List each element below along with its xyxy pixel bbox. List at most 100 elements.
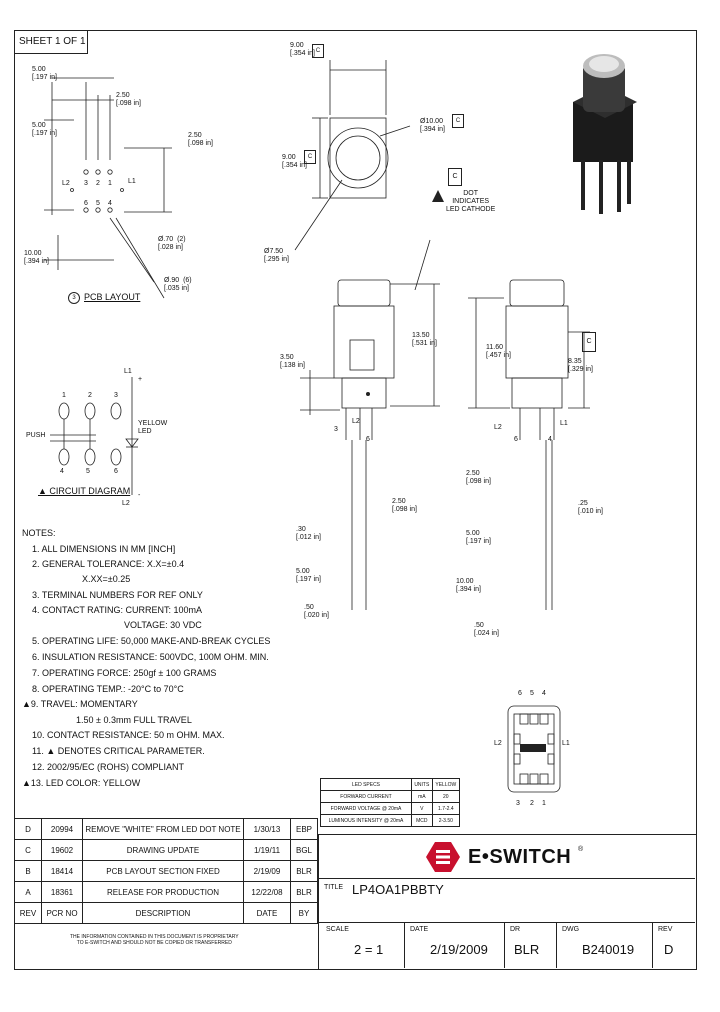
rev-cell: 18414 bbox=[41, 860, 83, 882]
pcb-l1: L1 bbox=[128, 178, 136, 185]
revision-table: D 20994 REMOVE "WHITE" FROM LED DOT NOTE… bbox=[14, 818, 318, 924]
rev-cell: 1/19/11 bbox=[243, 839, 291, 861]
circuit-plus: + bbox=[138, 376, 143, 383]
led-specs-cell: 2-3.50 bbox=[431, 814, 461, 827]
pcb-pin-4: 4 bbox=[108, 200, 112, 207]
revision-header-row: REV PCR NO DESCRIPTION DATE BY bbox=[14, 902, 318, 924]
top-tag-1: C bbox=[312, 44, 324, 58]
top-dim-h: 9.00 [.354 in] bbox=[282, 154, 307, 169]
circuit-led: YELLOW LED bbox=[138, 420, 168, 435]
revision-row: D 20994 REMOVE "WHITE" FROM LED DOT NOTE… bbox=[14, 818, 318, 840]
pin-dim-5: 2.50 [.098 in] bbox=[466, 470, 491, 485]
circuit-l1: L1 bbox=[124, 368, 132, 375]
pin-dim-1: 2.50 [.098 in] bbox=[392, 498, 417, 513]
rev-cell: 2/19/09 bbox=[243, 860, 291, 882]
rev-cell: BGL bbox=[290, 839, 318, 861]
title-cell-divider bbox=[556, 922, 557, 968]
pin-dim-8: 10.00 [.394 in] bbox=[456, 578, 481, 593]
circuit-pin-3: 3 bbox=[114, 392, 118, 399]
pcb-layout-tag-text: 3 bbox=[72, 295, 76, 301]
circuit-title: ▲ CIRCUIT DIAGRAM bbox=[38, 486, 131, 496]
led-specs-h2: YELLOW bbox=[431, 778, 461, 791]
circuit-push: PUSH bbox=[26, 432, 46, 439]
pin-dim-3: 5.00 [.197 in] bbox=[296, 568, 321, 583]
circuit-pin-6: 6 bbox=[114, 468, 118, 475]
circuit-diagram bbox=[50, 377, 139, 495]
brand-name: E•SWITCH bbox=[468, 846, 572, 868]
side-dim-h2: 3.50 [.138 in] bbox=[280, 354, 305, 369]
circuit-pin-2: 2 bbox=[88, 392, 92, 399]
dr-label: DR bbox=[510, 926, 521, 933]
note-7: 7. OPERATING FORCE: 250gf ± 100 GRAMS bbox=[32, 668, 217, 678]
disclaimer: THE INFORMATION CONTAINED IN THIS DOCUME… bbox=[70, 934, 239, 946]
pcb-layout-tag: 3 bbox=[68, 292, 80, 304]
pin-dim-9: .50 [.024 in] bbox=[474, 622, 499, 637]
note-5: 5. OPERATING LIFE: 50,000 MAKE-AND-BREAK… bbox=[32, 636, 271, 646]
led-specs-cell: mA bbox=[411, 790, 433, 803]
rev-header: REV bbox=[14, 902, 42, 924]
title-value: LP4OA1PBBTY bbox=[352, 882, 444, 897]
bottom-view-drawing bbox=[507, 705, 561, 793]
led-specs-h0: LED SPECS bbox=[320, 778, 412, 791]
circuit-minus: - bbox=[138, 492, 141, 499]
rev-cell: 12/22/08 bbox=[243, 881, 291, 903]
top-tag-2: C bbox=[304, 150, 316, 164]
top-tag-4: C bbox=[448, 168, 462, 186]
top-dim-dia2: Ø7.50 [.295 in] bbox=[264, 248, 289, 263]
top-dim-w: 9.00 [.354 in] bbox=[290, 42, 315, 57]
note-8: 8. OPERATING TEMP.: -20°C to 70°C bbox=[32, 684, 184, 694]
rev-cell: 18361 bbox=[41, 881, 83, 903]
dr-value: BLR bbox=[514, 942, 540, 957]
pin-dim-7: 5.00 [.197 in] bbox=[466, 530, 491, 545]
led-specs-cell: FORWARD CURRENT bbox=[320, 790, 412, 803]
side-dim-h3: 11.60 [.457 in] bbox=[486, 344, 511, 359]
note-9: ▲9. TRAVEL: MOMENTARY bbox=[22, 699, 138, 709]
bv-l2: L2 bbox=[494, 740, 502, 747]
pcb-pin-3: 3 bbox=[84, 180, 88, 187]
title-label: TITLE bbox=[324, 884, 344, 891]
title-block bbox=[318, 834, 697, 970]
dwg-label: DWG bbox=[562, 926, 580, 933]
pcb-pin-1: 1 bbox=[108, 180, 112, 187]
circuit-pin-1: 1 bbox=[62, 392, 66, 399]
pcb-dim-d: 2.50 [.098 in] bbox=[188, 132, 213, 147]
title-cell-divider bbox=[504, 922, 505, 968]
note-4b: VOLTAGE: 30 VDC bbox=[124, 620, 202, 630]
rev-cell: C bbox=[14, 839, 42, 861]
revision-row: A 18361 RELEASE FOR PRODUCTION 12/22/08 … bbox=[14, 881, 318, 903]
note-4: 4. CONTACT RATING: CURRENT: 100mA bbox=[32, 605, 203, 615]
brand-reg: ® bbox=[578, 846, 584, 853]
led-specs-cell: 1.7-2.4 bbox=[431, 802, 461, 815]
led-specs-cell: 20 bbox=[431, 790, 461, 803]
rev-cell: D bbox=[14, 818, 42, 840]
rev-cell: RELEASE FOR PRODUCTION bbox=[82, 881, 244, 903]
eswitch-logo-icon bbox=[426, 842, 460, 872]
sheet-label: SHEET 1 OF 1 bbox=[19, 36, 86, 47]
note-1: 1. ALL DIMENSIONS IN MM [INCH] bbox=[32, 544, 176, 554]
side-label-l2: L2 bbox=[352, 418, 360, 425]
rev-cell: REMOVE "WHITE" FROM LED DOT NOTE bbox=[82, 818, 244, 840]
led-specs-table: LED SPECS UNITS YELLOW FORWARD CURRENT m… bbox=[320, 778, 461, 827]
note-9b: 1.50 ± 0.3mm FULL TRAVEL bbox=[76, 715, 192, 725]
side-tag-text: C bbox=[586, 338, 592, 345]
dwg-value: B240019 bbox=[582, 942, 635, 957]
pcb-dim-c: 5.00 [.197 in] bbox=[32, 122, 57, 137]
pcb-layout-title: PCB LAYOUT bbox=[84, 292, 141, 302]
note-2: 2. GENERAL TOLERANCE: X.X=±0.4 bbox=[32, 559, 185, 569]
led-specs-cell: LUMINOUS INTENSITY @ 20mA bbox=[320, 814, 412, 827]
top-tag-3: C bbox=[452, 114, 464, 128]
note-10: 10. CONTACT RESISTANCE: 50 m OHM. MAX. bbox=[32, 730, 225, 740]
pcb-pin-6: 6 bbox=[84, 200, 88, 207]
note-11: 11. ▲ DENOTES CRITICAL PARAMETER. bbox=[32, 746, 205, 756]
circuit-l2: L2 bbox=[122, 500, 130, 507]
pcb-hole-1: Ø.70 (2) [.028 in] bbox=[158, 236, 186, 251]
pcb-hole-2: Ø.90 (6) [.035 in] bbox=[164, 277, 192, 292]
pin-dim-2: .30 [.012 in] bbox=[296, 526, 321, 541]
rev-cell: BLR bbox=[290, 881, 318, 903]
date-value: 2/19/2009 bbox=[430, 942, 488, 957]
title-divider-2 bbox=[318, 922, 695, 923]
note-3: 3. TERMINAL NUMBERS FOR REF ONLY bbox=[32, 590, 203, 600]
led-specs-cell: MCD bbox=[411, 814, 433, 827]
rev-cell: PCB LAYOUT SECTION FIXED bbox=[82, 860, 244, 882]
pcb-pin-2: 2 bbox=[96, 180, 100, 187]
